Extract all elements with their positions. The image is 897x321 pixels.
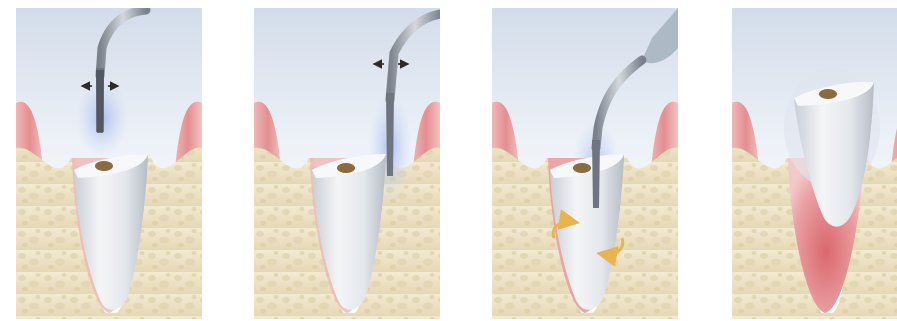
step-1-illustration [16,8,202,319]
tip-working-end [386,93,394,176]
tip-texture [96,70,104,132]
root-canal [819,89,837,99]
step-panel-2 [254,8,440,319]
tip-working-end [592,140,600,208]
step-panel-1 [16,8,202,319]
root-canal [337,163,355,173]
step-panel-4 [732,8,897,319]
step-4-illustration [732,8,897,319]
step-panel-3 [492,8,678,319]
root-canal [95,161,113,171]
step-3-illustration [492,8,678,319]
step-2-illustration [254,8,440,319]
root-canal [573,163,591,173]
